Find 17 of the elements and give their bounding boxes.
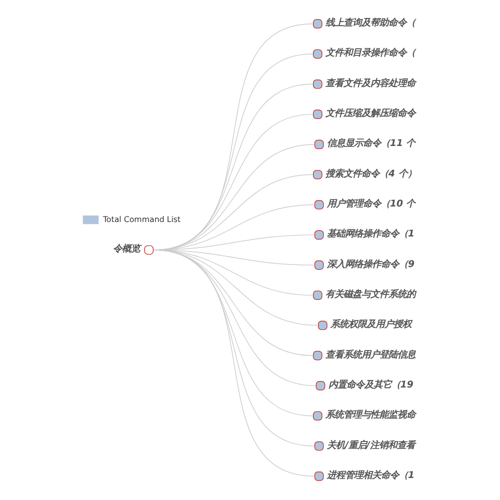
node-label: 文件压缩及解压缩命令 [325,108,416,120]
node-label: 基础网络操作命令（1 [326,228,414,240]
node-label: 关机/重启/注销和查看 [326,440,414,451]
node-label: 文件和目录操作命令（ [325,48,416,59]
node-label: 令概览 [112,244,140,255]
node-label: 信息显示命令（11 个 [326,138,415,150]
node-label: 有关磁盘与文件系统的 [325,288,416,300]
node-label: 系统权限及用户授权 [330,319,412,330]
node-label: 深入网络操作命令（9 [326,258,414,270]
node-label: 查看文件及内容处理命 [325,78,416,89]
node-label: 进程管理相关命令（1 [326,470,414,481]
node-label: 系统管理与性能监视命 [325,410,416,421]
node-label: 用户管理命令（10 个 [326,198,415,210]
node-label: 搜索文件命令（4 个） [325,168,416,180]
node-label: 查看系统用户登陆信息 [325,349,416,360]
node-label: 线上查询及帮助命令（ [325,18,416,29]
node-label: 内置命令及其它（19 [328,379,413,390]
